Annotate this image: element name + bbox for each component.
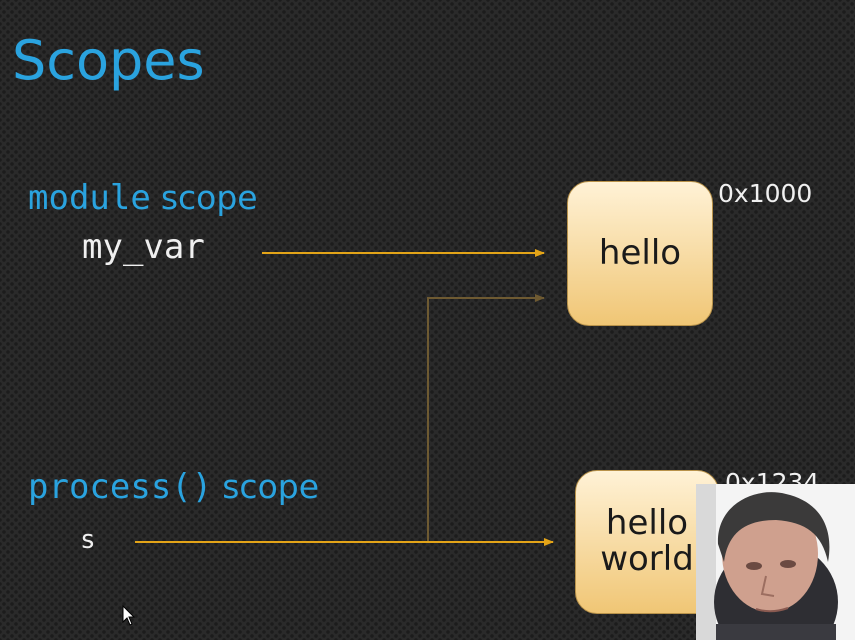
presenter-webcam (696, 484, 855, 640)
hello-world-object-box: hello world (575, 470, 719, 614)
hello-object-text: hello (598, 232, 682, 273)
module-keyword: module (28, 178, 151, 218)
address-0x1000: 0x1000 (718, 179, 813, 208)
process-scope-label: scope (222, 467, 320, 506)
hello-world-line1: hello (605, 503, 689, 544)
my-var-label: my_var (82, 227, 205, 267)
hello-world-line2: world (600, 539, 694, 579)
slide-title: Scopes (12, 29, 205, 92)
module-scope-heading: module scope (28, 181, 258, 215)
mouse-pointer-icon (122, 604, 136, 631)
s-var-label: s (80, 525, 96, 555)
process-keyword: process() (28, 467, 213, 507)
module-scope-label: scope (160, 178, 258, 217)
hello-object-box: hello (567, 181, 713, 326)
s-old-reference-arrow (427, 294, 545, 542)
process-scope-heading: process() scope (28, 470, 319, 504)
